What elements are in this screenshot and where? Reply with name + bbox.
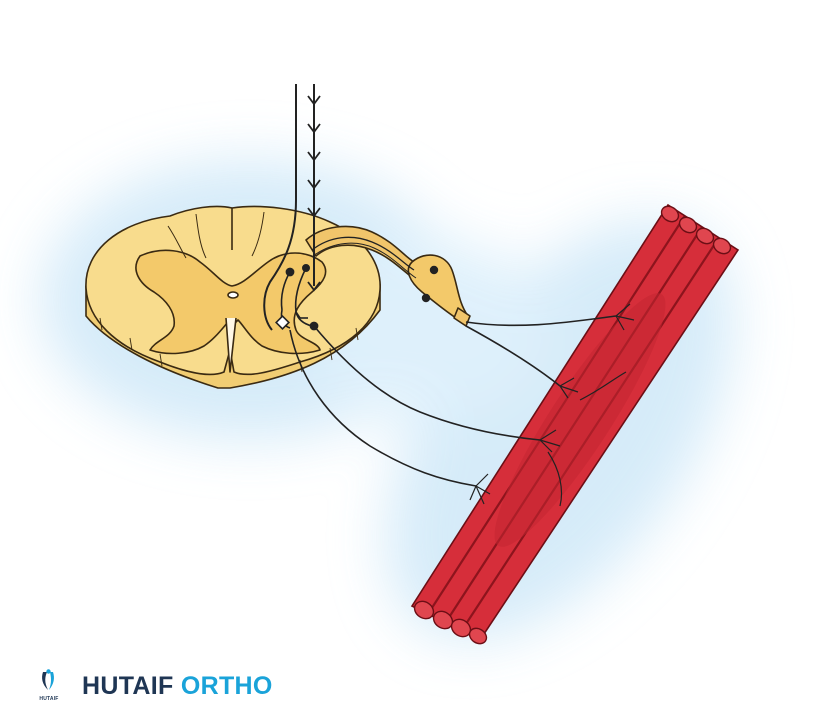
- muscle-striation: [673, 153, 683, 159]
- muscle-striation: [647, 209, 659, 217]
- muscle-fibre-ends-top: [660, 205, 732, 255]
- interneuron-synapse: [275, 315, 290, 330]
- muscle-striation: [373, 586, 383, 592]
- muscle-striation: [640, 169, 650, 175]
- muscle-striation: [384, 587, 394, 593]
- muscle-striation: [643, 205, 654, 207]
- muscle-striation: [662, 151, 672, 157]
- muscle-striation: [379, 577, 389, 583]
- spinal-cord-cross-section: [85, 205, 381, 389]
- muscle-striation: [637, 208, 648, 216]
- logo-text: HUTAIF: [39, 696, 59, 702]
- muscle-striation: [653, 205, 665, 208]
- peripheral-nerves: [289, 303, 635, 507]
- muscle-striation: [639, 189, 649, 195]
- sensory-afferent-fibre: [465, 315, 617, 327]
- muscle-striation: [609, 214, 621, 222]
- interneuron-circuit: [275, 263, 439, 331]
- nerve-endings: [469, 303, 635, 507]
- spinal-cord-grey-matter: [135, 249, 327, 355]
- muscle-fibre-ends-bottom: [413, 600, 488, 645]
- tract-arrowheads: [307, 95, 321, 292]
- ganglion-cell-1: [429, 265, 439, 275]
- muscle-striation: [660, 191, 670, 197]
- muscle-striation: [649, 190, 659, 196]
- hutaif-ortho-logo-icon: HUTAIF: [34, 668, 64, 704]
- muscle-striation: [626, 206, 638, 214]
- neuron-body-1: [285, 267, 295, 277]
- muscle-striation: [672, 173, 682, 179]
- central-canal: [227, 291, 239, 299]
- muscle-striation: [650, 170, 660, 176]
- brand-name: HUTAIF ORTHO: [82, 672, 273, 701]
- muscle-striation: [656, 161, 666, 167]
- dorsal-root-ganglion: [305, 225, 471, 327]
- ventral-fissure: [225, 317, 237, 373]
- brand-name-part1: HUTAIF: [82, 671, 174, 700]
- muscle-striation: [667, 162, 677, 168]
- descending-tracts: [263, 84, 321, 331]
- muscle-striation: [615, 205, 627, 213]
- brand-footer: HUTAIF HUTAIF ORTHO: [34, 664, 273, 708]
- muscle-striation: [655, 181, 665, 187]
- muscle-striation: [678, 164, 688, 170]
- brand-name-part2: ORTHO: [180, 671, 273, 700]
- muscle-striation: [684, 154, 694, 160]
- sensory-afferent-fibre-2: [465, 325, 561, 387]
- muscle-striation: [646, 159, 656, 165]
- muscle-striation: [633, 198, 643, 204]
- descending-tract-left: [263, 84, 297, 331]
- muscle-striation: [661, 171, 671, 177]
- muscle-striation: [634, 178, 644, 184]
- muscle-striation: [645, 179, 655, 185]
- muscle-striation: [628, 187, 638, 193]
- muscle-striation: [652, 150, 662, 156]
- muscle-striation: [622, 196, 632, 202]
- motor-efferent-fibre-2: [289, 329, 477, 487]
- motor-efferent-fibre-1: [313, 325, 541, 441]
- ganglion-cell-2: [421, 293, 431, 303]
- neuron-body-2: [301, 263, 310, 272]
- muscle-striation: [666, 182, 676, 188]
